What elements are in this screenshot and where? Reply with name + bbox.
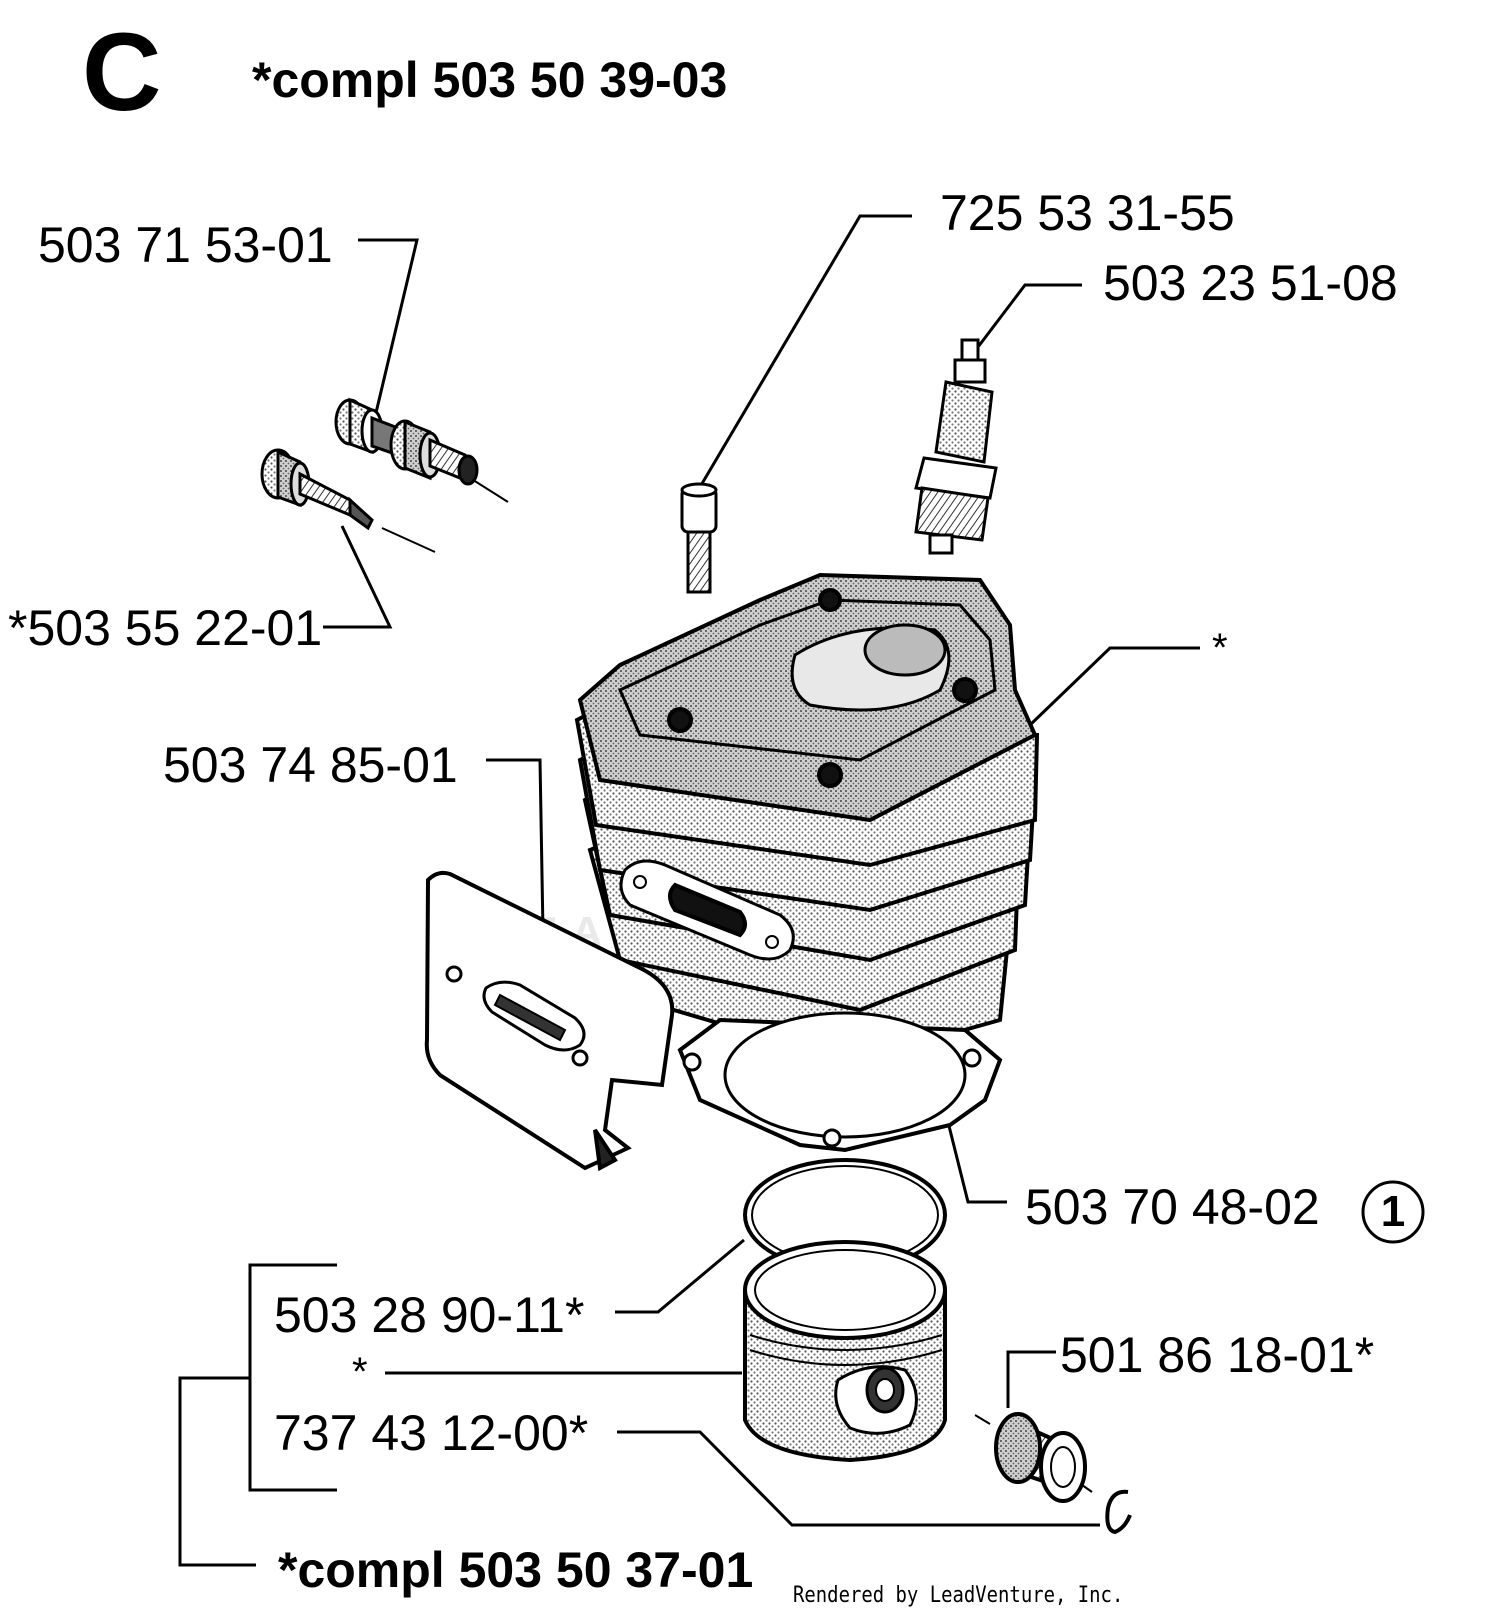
spark-plug-drawing (914, 338, 998, 555)
decomp-valve-drawing (334, 397, 479, 486)
label-base-gasket: 503 70 48-02 (1025, 1179, 1320, 1235)
leader-cylinder (1028, 646, 1200, 727)
leader-decomp-screw (323, 525, 393, 629)
needle-bearing-drawing (994, 1412, 1087, 1503)
label-spark-plug: 503 23 51-08 (1103, 255, 1398, 311)
label-decomp-screw: *503 55 22-01 (8, 600, 323, 656)
label-decomp-valve: 503 71 53-01 (38, 217, 333, 273)
leader-decomp-valve (358, 238, 419, 418)
bolt-drawing (680, 482, 718, 594)
piston-drawing (743, 1240, 947, 1463)
leader-lines (178, 214, 1200, 1567)
bracket-compl (178, 1376, 256, 1567)
leader-heat-shield (486, 758, 545, 933)
decomp-screw-drawing (260, 448, 374, 531)
note-circle (1361, 1180, 1425, 1244)
render-credit: Rendered by LeadVenture, Inc. (793, 1583, 1124, 1608)
section-letter: C (82, 11, 162, 134)
footer-assembly-number: *compl 503 50 37-01 (278, 1542, 754, 1598)
label-needle-bearing: 501 86 18-01* (1060, 1327, 1375, 1383)
leader-bolt (698, 214, 912, 488)
header-assembly-number: *compl 503 50 39-03 (252, 52, 728, 108)
circlip-drawing (1105, 1489, 1132, 1535)
label-cylinder: * (1212, 626, 1228, 670)
leader-base-gasket (943, 1109, 1007, 1204)
label-piston-pin: 737 43 12-00* (274, 1405, 589, 1461)
leader-spark-plug (976, 283, 1082, 348)
label-bolt: 725 53 31-55 (940, 185, 1235, 241)
base-gasket-drawing (677, 1011, 1003, 1153)
label-piston-ring: 503 28 90-11* (274, 1287, 585, 1343)
leader-piston-pin (617, 1430, 1100, 1527)
label-piston: * (352, 1350, 368, 1394)
leader-piston-ring (615, 1238, 745, 1314)
note-number: 1 (1380, 1187, 1406, 1236)
label-heat-shield: 503 74 85-01 (163, 737, 458, 793)
cylinder-drawing (574, 572, 1040, 1065)
leader-needle-bearing (1006, 1350, 1056, 1408)
heat-shield-drawing (424, 870, 675, 1172)
